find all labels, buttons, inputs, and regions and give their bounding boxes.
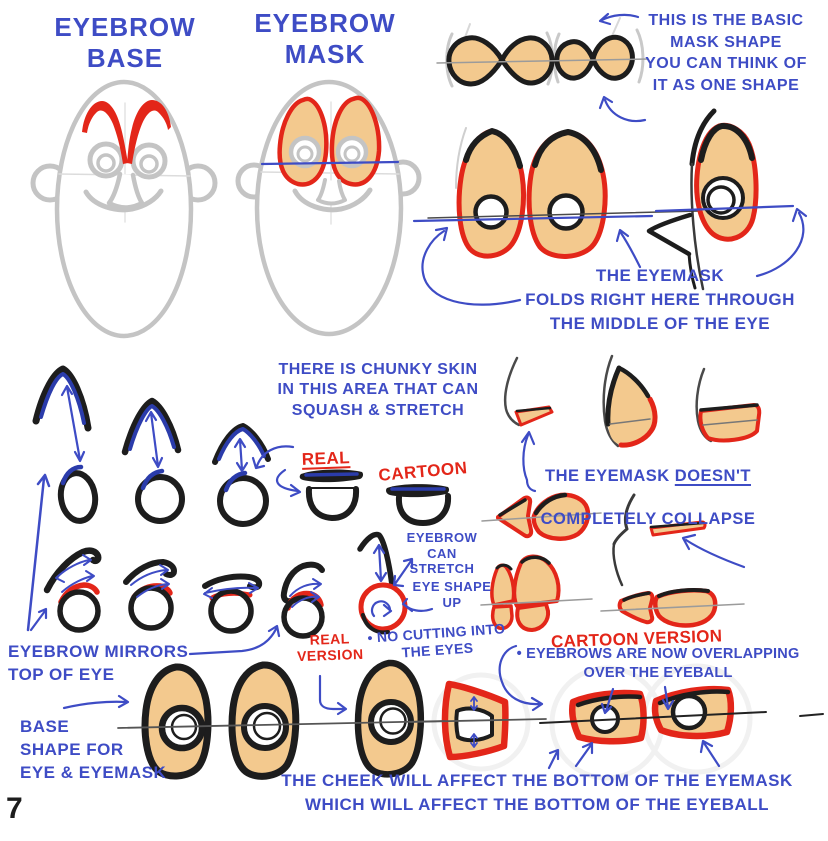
annotation-eyemask-folds: THE EYEMASK FOLDS RIGHT HERE THROUGH THE… xyxy=(525,266,795,333)
basic-mask-shapes xyxy=(436,17,649,88)
squashed-mask-pair xyxy=(600,588,745,628)
real-cartoon-sketch xyxy=(251,445,452,526)
eyebrow-stretch-pairs xyxy=(26,365,271,632)
annotation-eye-shape-up: EYE SHAPE UP xyxy=(412,579,492,610)
title-eyebrow-base: EYEBROW BASE xyxy=(54,12,196,73)
annotation-doesnt-collapse: THE EYEMASK DOESN'T COMPLETELY COLLAPSE xyxy=(524,445,772,552)
doesnt-collapse-line2: COMPLETELY COLLAPSE xyxy=(540,510,756,529)
page-number: 7 xyxy=(6,792,24,825)
annotation-cheek-affect: THE CHEEK WILL AFFECT THE BOTTOM OF THE … xyxy=(281,771,793,815)
text-part: THE EYEMASK xyxy=(545,467,675,486)
profile-collapse-row xyxy=(503,354,762,493)
annotation-chunky-skin: THERE IS CHUNKY SKIN IN THIS AREA THAT C… xyxy=(277,361,479,419)
eyemask-folds-arrows xyxy=(421,207,808,306)
doesnt-collapse-line1: THE EYEMASK DOESN'T xyxy=(524,466,772,487)
annotation-eyebrow-can-stretch: EYEBROW CAN STRETCH xyxy=(406,530,478,577)
cartoon-wedge-eyes xyxy=(539,685,824,770)
label-real: REAL xyxy=(301,448,351,469)
face-eyebrow-base-drawing xyxy=(30,79,218,339)
egg-mask-row xyxy=(62,644,547,780)
annotation-eyebrow-mirrors: EYEBROW MIRRORS TOP OF EYE xyxy=(8,642,189,684)
annotation-basic-mask-shape: THIS IS THE BASIC MASK SHAPE YOU CAN THI… xyxy=(645,12,807,94)
title-eyebrow-mask: EYEBROW MASK xyxy=(254,8,396,69)
text-part-underlined: DOESN'T xyxy=(674,467,751,486)
basic-shape-arrows xyxy=(598,12,647,123)
annotation-base-shape: BASE SHAPE FOR EYE & EYEMASK xyxy=(20,717,167,782)
stretched-mask-pair xyxy=(480,554,593,632)
eyemask-profile-top xyxy=(646,108,795,291)
bowtie-three-quarter xyxy=(481,492,746,587)
annotation-overlapping: • EYEBROWS ARE NOW OVERLAPPING OVER THE … xyxy=(516,646,800,681)
stretch-eye-sketch xyxy=(357,531,434,635)
eyemask-front-pair xyxy=(412,127,701,259)
face-eyebrow-mask-drawing xyxy=(235,79,422,337)
mirror-eyes-row xyxy=(29,547,325,656)
